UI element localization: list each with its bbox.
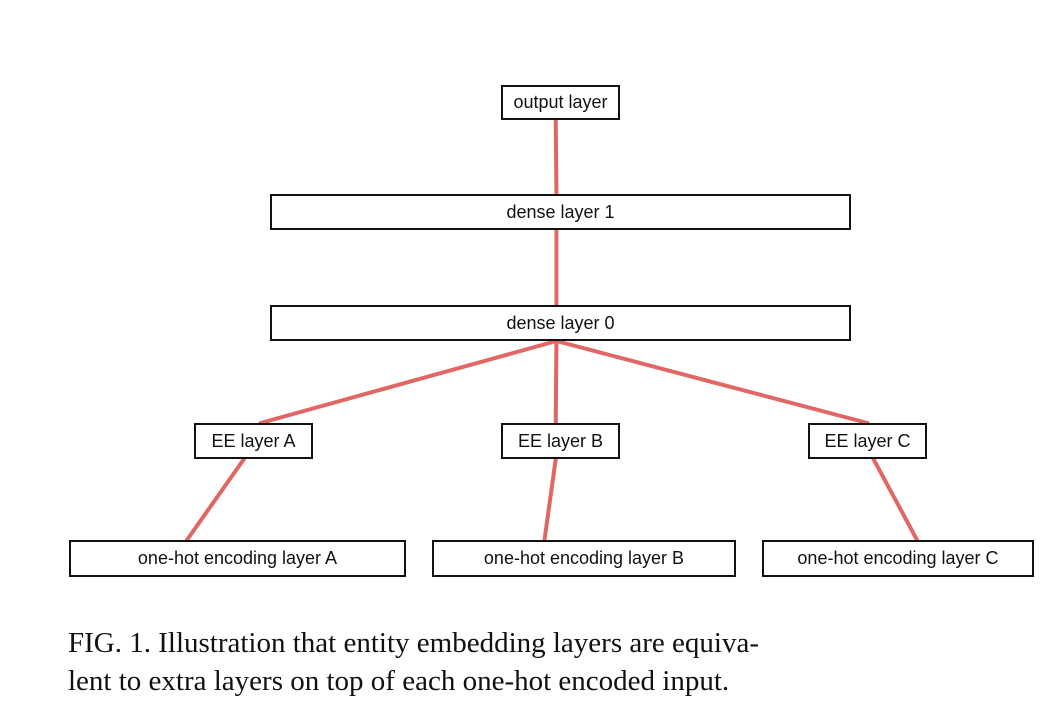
edge-ee_c-to-onehot_c bbox=[871, 457, 920, 542]
one-hot-encoding-layer-a-box: one-hot encoding layer A bbox=[69, 540, 406, 577]
figure-caption: FIG. 1. Illustration that entity embeddi… bbox=[68, 624, 1028, 700]
ee-layer-c-box: EE layer C bbox=[808, 423, 927, 459]
caption-line-2: lent to extra layers on top of each one-… bbox=[68, 665, 730, 697]
ee-layer-a-box: EE layer A bbox=[194, 423, 313, 459]
edge-output-to-dense1 bbox=[553, 118, 559, 196]
one-hot-encoding-layer-c-box: one-hot encoding layer C bbox=[762, 540, 1034, 577]
dense-layer-1-box: dense layer 1 bbox=[270, 194, 851, 230]
dense-layer-0-box: dense layer 0 bbox=[270, 305, 851, 341]
ee-layer-b-box: EE layer B bbox=[501, 423, 620, 459]
edge-dense0-to-ee_c bbox=[554, 339, 870, 425]
output-layer-box: output layer bbox=[501, 85, 620, 120]
edge-dense0-to-ee_b bbox=[553, 339, 559, 425]
caption-line-1: FIG. 1. Illustration that entity embeddi… bbox=[68, 627, 759, 659]
edge-ee_b-to-onehot_b bbox=[542, 457, 558, 542]
edge-dense0-to-ee_a bbox=[258, 339, 559, 425]
one-hot-encoding-layer-b-box: one-hot encoding layer B bbox=[432, 540, 736, 577]
edge-ee_a-to-onehot_a bbox=[184, 457, 246, 542]
edges-group bbox=[184, 118, 920, 542]
